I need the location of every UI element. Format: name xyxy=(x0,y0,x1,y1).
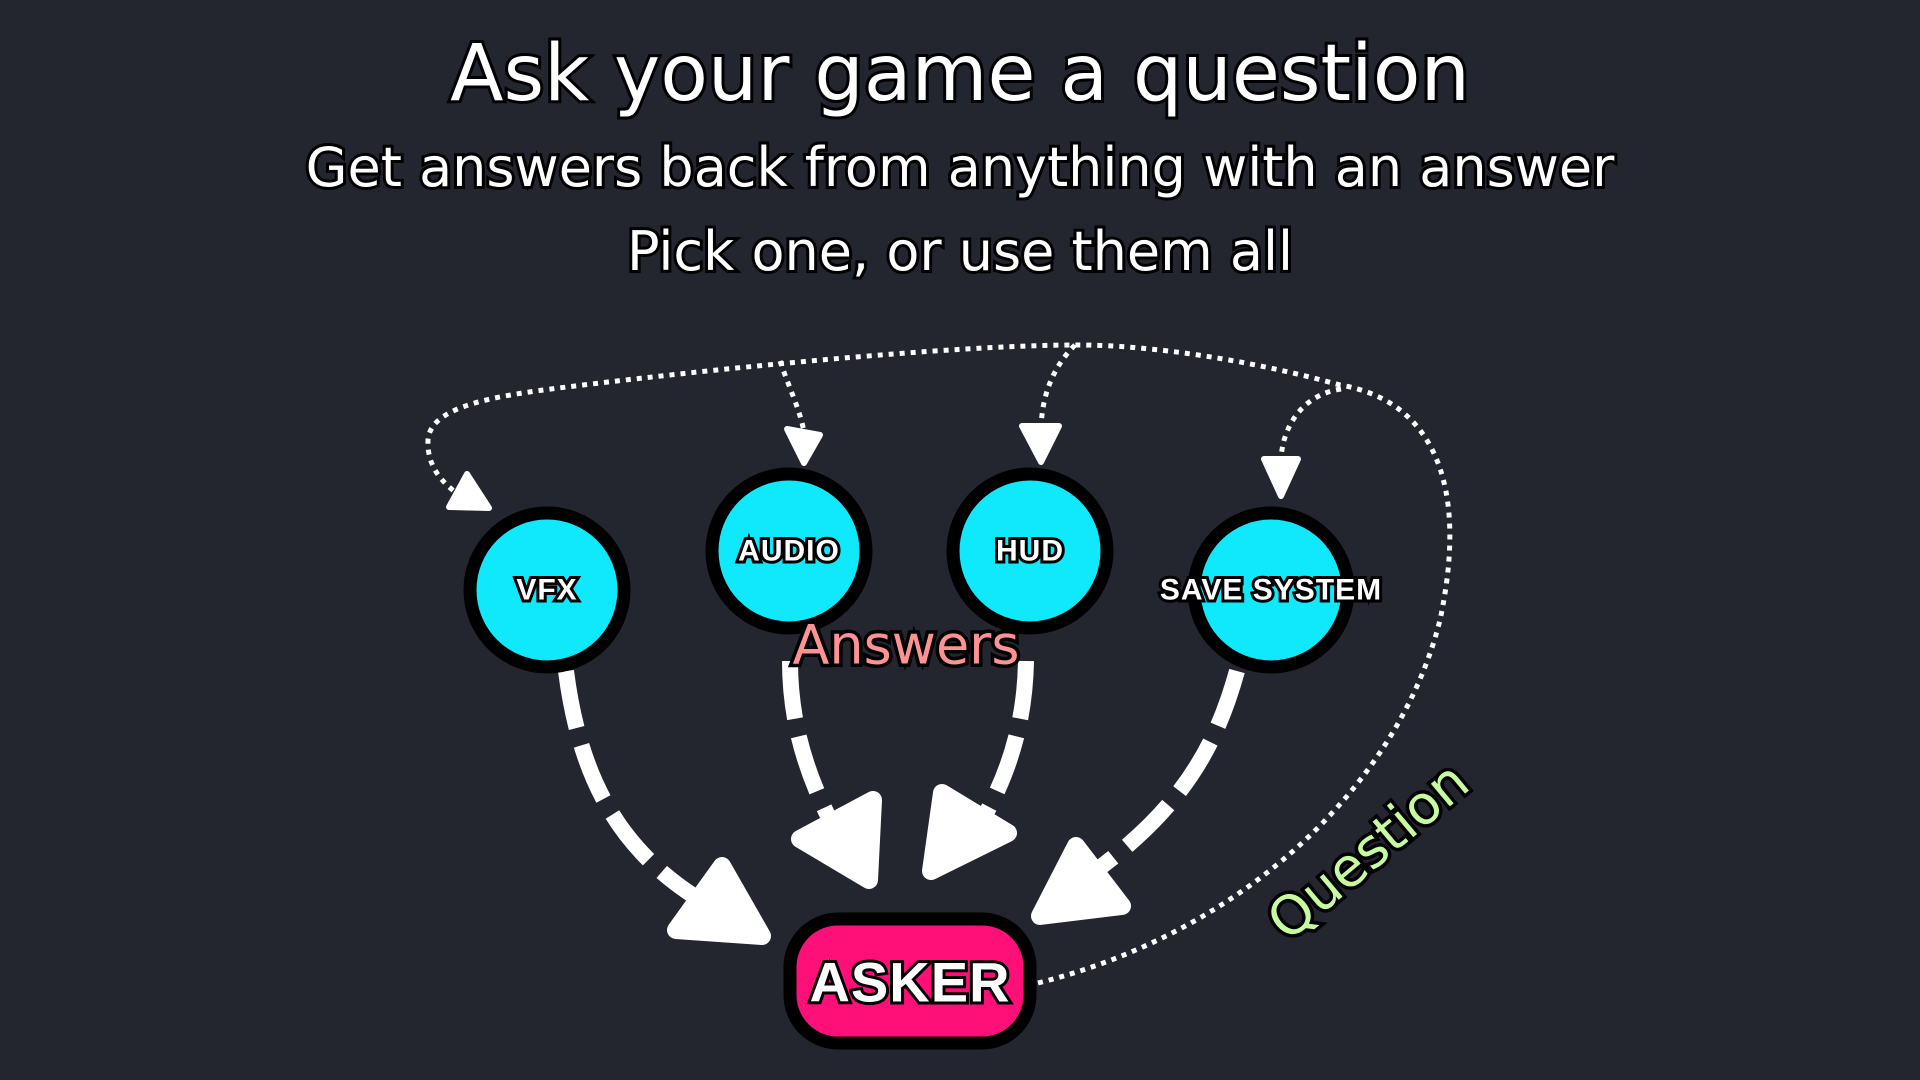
node-vfx-label: VFX xyxy=(516,574,577,607)
answer-path-save xyxy=(1085,668,1245,882)
page-tagline: Pick one, or use them all xyxy=(627,220,1293,283)
answer-path-audio xyxy=(782,660,838,824)
page-subtitle: Get answers back from anything with an a… xyxy=(306,136,1615,199)
answer-arrowhead-hud xyxy=(922,784,1017,880)
answer-arrowhead-audio xyxy=(791,791,882,889)
node-audio[interactable]: AUDIO xyxy=(705,467,873,635)
question-arrowhead-save xyxy=(1261,456,1301,499)
node-asker[interactable]: ASKER xyxy=(783,912,1037,1050)
node-audio-label: AUDIO xyxy=(738,535,840,568)
question-arrowhead-hud xyxy=(1019,423,1062,465)
node-hud[interactable]: HUD xyxy=(946,467,1114,635)
question-branch-save xyxy=(1278,386,1342,461)
node-save-system-label: SAVE SYSTEM xyxy=(1160,574,1382,607)
page-title: Ask your game a question xyxy=(450,29,1470,119)
question-branch-audio xyxy=(777,360,807,433)
answer-arrowhead-vfx xyxy=(667,857,771,945)
answers-label: Answers xyxy=(792,614,1019,677)
answer-arrowhead-save xyxy=(1031,837,1131,925)
node-save-system[interactable]: SAVE SYSTEM xyxy=(1157,506,1384,674)
question-arrowhead-vfx xyxy=(446,471,492,511)
node-vfx[interactable]: VFX xyxy=(463,506,631,674)
answer-path-vfx xyxy=(558,669,705,907)
question-path xyxy=(425,342,1453,986)
question-branch-hud xyxy=(1038,343,1077,429)
node-asker-label: ASKER xyxy=(809,951,1010,1014)
question-arrowhead-audio xyxy=(784,426,823,466)
node-hud-label: HUD xyxy=(996,535,1064,568)
answer-path-hud xyxy=(978,660,1034,819)
